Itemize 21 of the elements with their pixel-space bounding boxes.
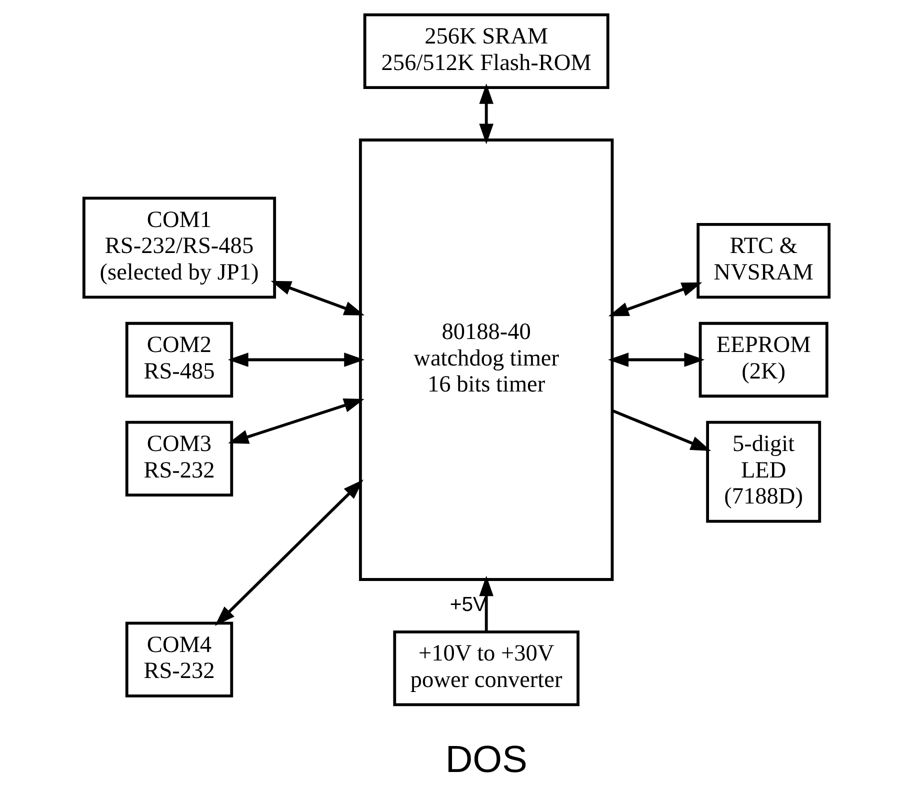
node-box: 256K SRAM 256/512K Flash-ROM <box>362 12 609 89</box>
label: DOS <box>444 738 527 781</box>
node-box: RTC & NVSRAM <box>696 222 830 298</box>
node-box: 80188-40 watchdog timer 16 bits timer <box>358 138 614 580</box>
node-box: 5-digit LED (7188D) <box>706 420 821 522</box>
arrow <box>214 478 363 626</box>
arrow <box>227 352 364 366</box>
node-box: COM3 RS-232 <box>124 420 233 496</box>
arrow <box>608 282 702 316</box>
node-box: +10V to +30V power converter <box>392 630 579 706</box>
arrow <box>228 398 364 444</box>
node-box: EEPROM (2K) <box>698 321 828 398</box>
arrow <box>478 82 493 144</box>
node-box: COM4 RS-232 <box>124 621 233 697</box>
arrow <box>611 408 711 450</box>
node-box: COM1 RS-232/RS-485 (selected by JP1) <box>82 196 276 298</box>
arrow <box>478 575 493 632</box>
node-box: COM2 RS-485 <box>124 321 233 398</box>
arrow <box>608 352 704 366</box>
edge-label: +5V <box>449 594 486 616</box>
arrow <box>270 280 364 315</box>
